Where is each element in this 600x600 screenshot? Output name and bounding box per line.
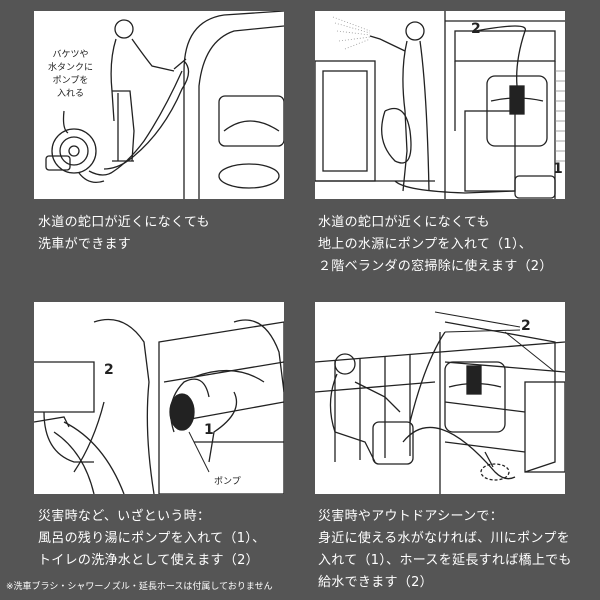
caption-line: 災害時やアウトドアシーンで： xyxy=(318,509,504,524)
step-number-1: 1 xyxy=(204,422,214,438)
callout-line-2: 水タンクに xyxy=(48,63,94,73)
callout-line-4: 入れる xyxy=(57,89,85,99)
caption-bath-water: 災害時など、いざという時： 風呂の残り湯にポンプを入れて（1）、 トイレの洗浄水… xyxy=(38,506,265,572)
step-number-2: 2 xyxy=(521,318,531,334)
caption-river-water: 災害時やアウトドアシーンで： 身近に使える水がなければ、川にポンプを 入れて（1… xyxy=(318,506,572,594)
caption-line: 地上の水源にポンプを入れて（1）、 xyxy=(318,237,533,252)
river-water-drawing xyxy=(315,311,565,494)
caption-line: 入れて（1）、ホースを延長すれば橋上でも xyxy=(318,553,572,568)
caption-line: 給水できます（2） xyxy=(318,575,433,590)
callout-line-3: ポンプを xyxy=(52,76,89,86)
caption-line: 水道の蛇口が近くになくても xyxy=(318,215,490,230)
caption-line: 水道の蛇口が近くになくても xyxy=(38,215,210,230)
illustration-car-wash: バケツや 水タンクに ポンプを 入れる xyxy=(34,11,284,199)
illustration-window-cleaning: 2 1 xyxy=(315,11,565,199)
caption-line: 洗車ができます xyxy=(38,237,132,252)
caption-line: 災害時など、いざという時： xyxy=(38,509,211,524)
caption-line: トイレの洗浄水として使えます（2） xyxy=(38,553,259,568)
step-number-2: 2 xyxy=(104,362,114,378)
step-number-2: 2 xyxy=(471,21,481,37)
caption-line: 風呂の残り湯にポンプを入れて（1）、 xyxy=(38,531,266,546)
callout-line-1: バケツや xyxy=(52,50,89,60)
window-cleaning-drawing xyxy=(315,11,565,199)
footnote: ※洗車ブラシ・シャワーノズル・延長ホースは付属しておりません xyxy=(6,582,273,592)
caption-car-wash: 水道の蛇口が近くになくても 洗車ができます xyxy=(38,212,210,256)
bucket-callout: バケツや 水タンクに ポンプを 入れる xyxy=(48,49,93,101)
caption-line: ２階ベランダの窓掃除に使えます（2） xyxy=(318,259,553,274)
pump-label: ポンプ xyxy=(214,477,241,487)
caption-window-cleaning: 水道の蛇口が近くになくても 地上の水源にポンプを入れて（1）、 ２階ベランダの窓… xyxy=(318,212,553,278)
illustration-bath-water: 2 1 ポンプ xyxy=(34,302,284,494)
illustration-river-water: 2 xyxy=(315,302,565,494)
caption-line: 身近に使える水がなければ、川にポンプを xyxy=(318,531,570,546)
step-number-1: 1 xyxy=(553,161,563,177)
car-wash-drawing xyxy=(45,11,284,199)
bath-water-drawing xyxy=(34,318,284,494)
